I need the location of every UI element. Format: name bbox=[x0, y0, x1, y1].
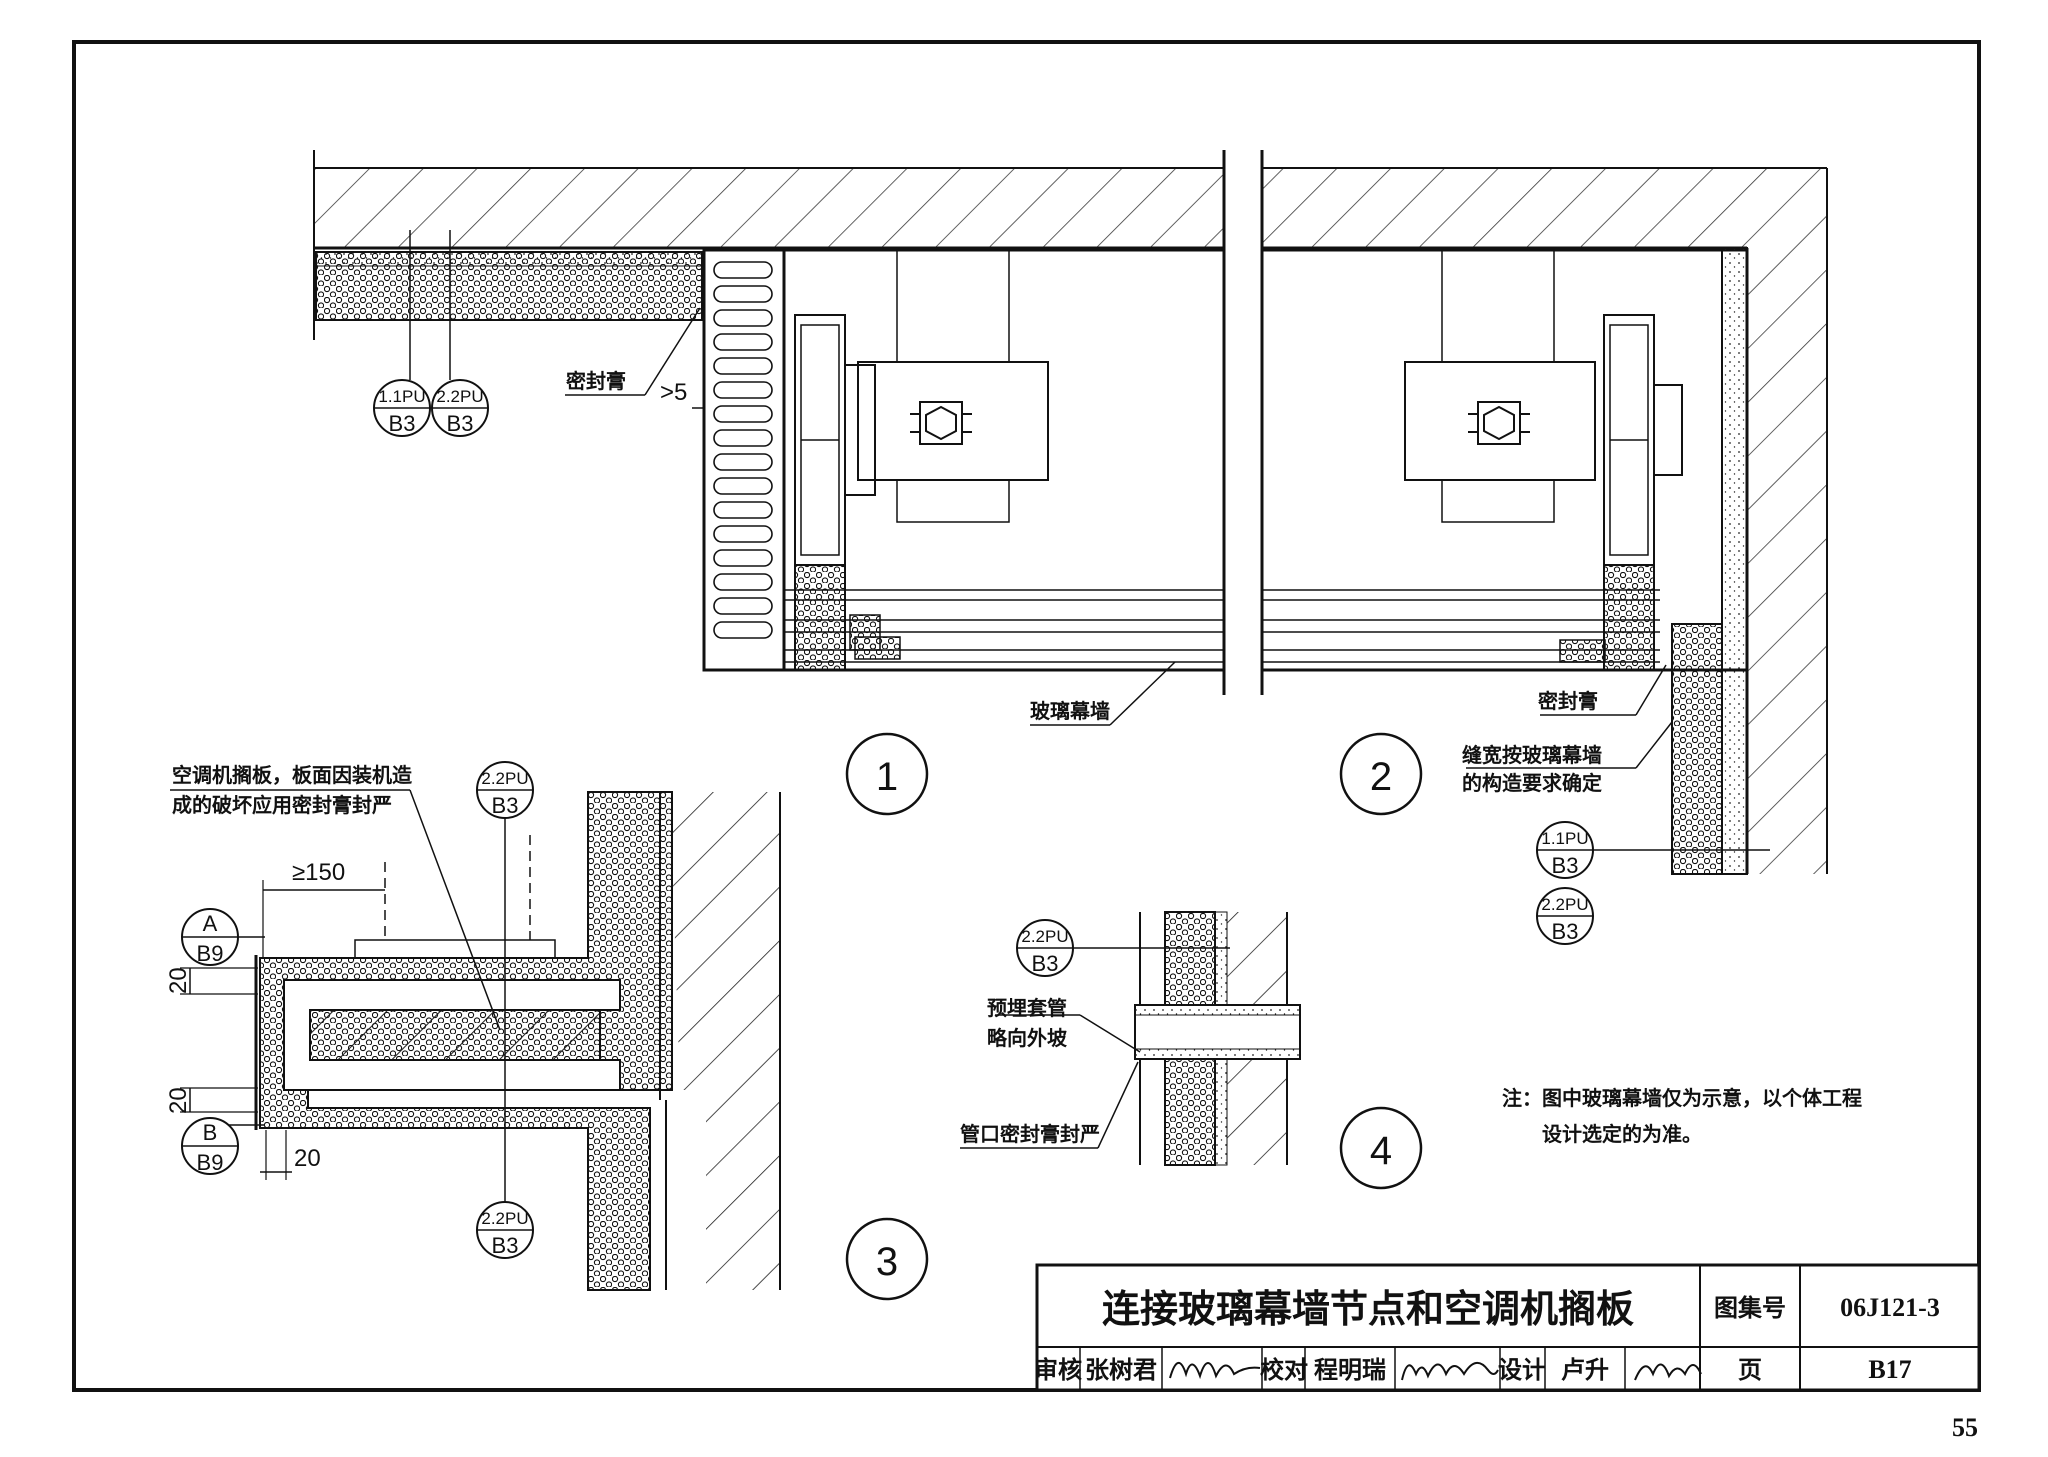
ref-1-1pu-a-bot: B3 bbox=[389, 411, 416, 436]
detail-2-number: 2 bbox=[1370, 755, 1392, 799]
check-label: 校对 bbox=[1260, 1355, 1308, 1384]
designer-name: 卢升 bbox=[1561, 1355, 1609, 1384]
detail-callouts: 1 2 3 4 bbox=[845, 732, 1423, 1301]
gap-note-line-1: 缝宽按玻璃幕墙 bbox=[1462, 743, 1602, 767]
reviewer-name: 张树君 bbox=[1085, 1355, 1157, 1384]
pipe-seal-note: 管口密封膏封严 bbox=[960, 1122, 1100, 1146]
sheet-page-number: 55 bbox=[1952, 1413, 1978, 1442]
ref-1-1pu-a-top: 1.1PU bbox=[378, 387, 425, 406]
ac-shelf-note-line-2: 成的破坏应用密封膏封严 bbox=[172, 793, 392, 817]
page-label: 页 bbox=[1738, 1355, 1762, 1384]
ref-2-2pu-d-top: 2.2PU bbox=[1021, 927, 1068, 946]
sleeve-note-line-1: 预埋套管 bbox=[987, 996, 1067, 1020]
ref-2-2pu-d-bot: B3 bbox=[1032, 951, 1059, 976]
detail-1-2-plan bbox=[313, 150, 1828, 875]
reviewer-signature bbox=[1169, 1362, 1261, 1380]
sheet-title: 连接玻璃幕墙节点和空调机搁板 bbox=[1102, 1287, 1634, 1331]
designer-signature bbox=[1634, 1363, 1702, 1381]
ref-b-bot: B9 bbox=[197, 1150, 224, 1175]
ref-1-1pu-b-top: 1.1PU bbox=[1541, 829, 1588, 848]
ref-2-2pu-b-top: 2.2PU bbox=[481, 769, 528, 788]
checker-name: 程明瑞 bbox=[1314, 1355, 1386, 1384]
detail-1-number: 1 bbox=[876, 755, 898, 799]
design-label: 设计 bbox=[1498, 1355, 1546, 1384]
ref-b-top: B bbox=[203, 1120, 218, 1145]
ref-2-2pu-a-top: 2.2PU bbox=[436, 387, 483, 406]
ref-1-1pu-b-bot: B3 bbox=[1552, 853, 1579, 878]
gap-label-1: >5 bbox=[660, 379, 687, 406]
reference-bubbles: 1.1PU B3 2.2PU B3 2.2PU B3 2.2PU B3 A B9… bbox=[181, 379, 1594, 1259]
checker-signature bbox=[1401, 1362, 1499, 1381]
general-note-line-2: 设计选定的为准。 bbox=[1542, 1122, 1702, 1146]
sleeve-note-line-2: 略向外坡 bbox=[987, 1026, 1068, 1050]
sheet-frame bbox=[72, 40, 1981, 1392]
detail-4-number: 4 bbox=[1370, 1129, 1392, 1173]
detail-3-number: 3 bbox=[876, 1240, 898, 1284]
dim-20-right: 20 bbox=[294, 1145, 321, 1172]
ref-a-top: A bbox=[203, 911, 218, 936]
atlas-number: 06J121-3 bbox=[1840, 1293, 1940, 1322]
title-block: 连接玻璃幕墙节点和空调机搁板 图集号 06J121-3 页 B17 审核 张树君… bbox=[1034, 1263, 1981, 1392]
ref-2-2pu-b-bot: B3 bbox=[492, 793, 519, 818]
dim-20-bottom: 20 bbox=[165, 1087, 192, 1114]
annotations: 密封膏 >5 玻璃幕墙 密封膏 缝宽按玻璃幕墙 的构造要求确定 空调机搁板，板面… bbox=[165, 369, 1862, 1172]
ref-a-bot: B9 bbox=[197, 941, 224, 966]
glass-curtain-wall-label: 玻璃幕墙 bbox=[1030, 699, 1110, 723]
dim-20-top: 20 bbox=[165, 967, 192, 994]
detail-3-section bbox=[170, 789, 781, 1291]
general-note-line-1: 注：图中玻璃幕墙仅为示意，以个体工程 bbox=[1502, 1086, 1862, 1110]
page-number: B17 bbox=[1868, 1355, 1911, 1384]
dim-150: ≥150 bbox=[292, 859, 345, 886]
ref-2-2pu-c-top: 2.2PU bbox=[481, 1209, 528, 1228]
sealant-label-2: 密封膏 bbox=[1538, 689, 1598, 713]
review-label: 审核 bbox=[1034, 1355, 1082, 1384]
gap-note-line-2: 的构造要求确定 bbox=[1462, 771, 1602, 795]
atlas-label: 图集号 bbox=[1714, 1293, 1786, 1322]
ac-shelf-note-line-1: 空调机搁板，板面因装机造 bbox=[172, 763, 413, 787]
detail-4-section bbox=[960, 911, 1301, 1166]
sealant-label-1: 密封膏 bbox=[566, 369, 626, 393]
ref-2-2pu-c-bot: B3 bbox=[492, 1233, 519, 1258]
ref-2-2pu-a-bot: B3 bbox=[447, 411, 474, 436]
ref-2-2pu-e-top: 2.2PU bbox=[1541, 895, 1588, 914]
ref-2-2pu-e-bot: B3 bbox=[1552, 919, 1579, 944]
